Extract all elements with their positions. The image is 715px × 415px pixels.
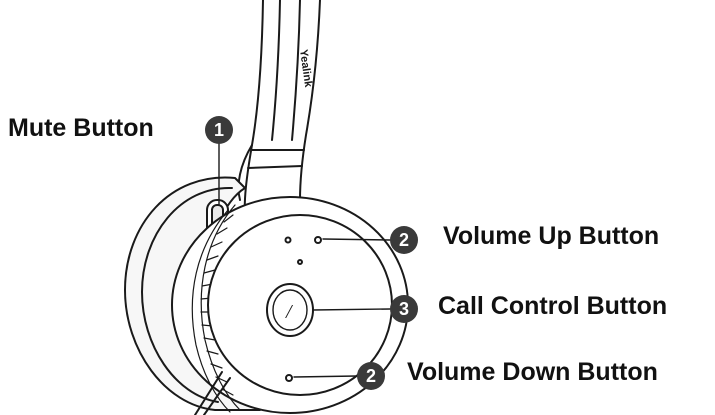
callout-2-icon: 2 [390,226,418,254]
indicator-dot [298,260,302,264]
callout-1-icon: 1 [205,116,233,144]
volume-up-button[interactable] [315,237,321,243]
callout-3-icon: 3 [390,295,418,323]
call-control-label: Call Control Button [438,294,667,319]
mute-button-label: Mute Button [8,116,154,141]
volume-up-label: Volume Up Button [443,224,659,249]
volume-down-button[interactable] [286,375,292,381]
indicator-dot [286,238,291,243]
headband [239,0,321,215]
brand-logo: Yealink [297,49,314,89]
callout-2b-icon: 2 [357,362,385,390]
volume-down-label: Volume Down Button [407,360,658,385]
